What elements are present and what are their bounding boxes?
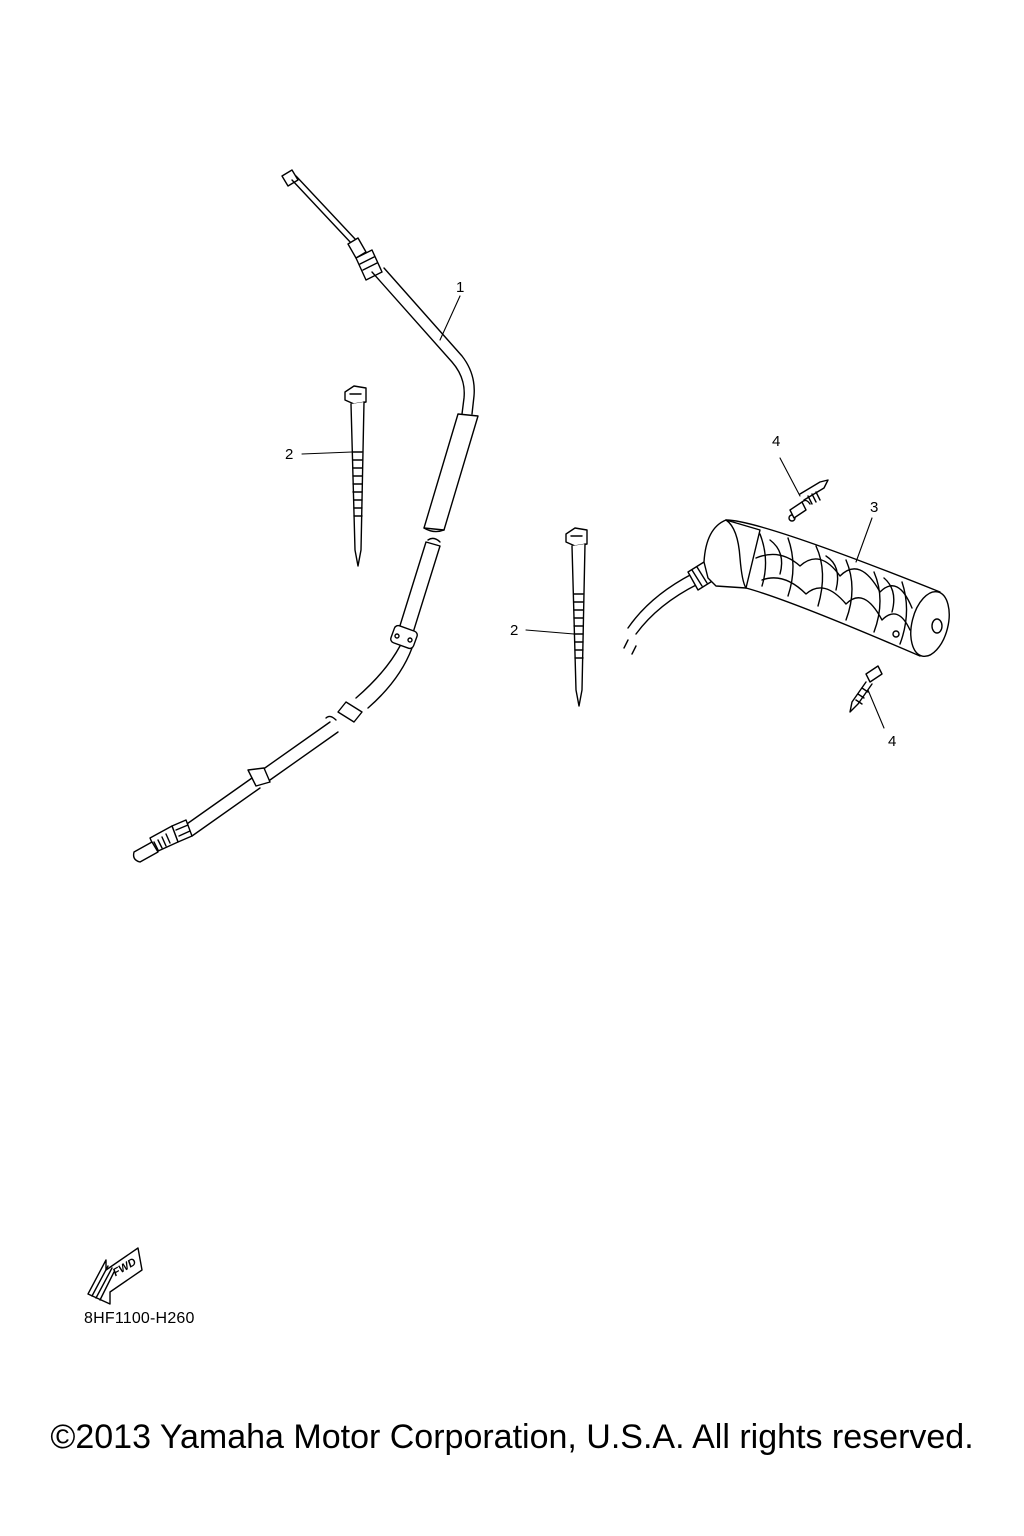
screw-lower [849, 665, 883, 713]
callout-3: 3 [870, 499, 878, 516]
callout-4-upper: 4 [772, 433, 780, 450]
screw-upper [789, 479, 829, 519]
callout-4-lower: 4 [888, 733, 896, 750]
callout-1: 1 [456, 279, 464, 296]
throttle-cable [132, 169, 479, 863]
callout-2-right: 2 [510, 622, 518, 639]
grip [623, 514, 950, 658]
callout-2-left: 2 [285, 446, 293, 463]
cable-tie-left [344, 385, 367, 567]
diagram-code: 8HF1100-H260 [84, 1310, 195, 1327]
fwd-arrow-icon [87, 1247, 143, 1305]
cable-tie-right [565, 527, 588, 707]
copyright-notice: ©2013 Yamaha Motor Corporation, U.S.A. A… [50, 1418, 974, 1456]
